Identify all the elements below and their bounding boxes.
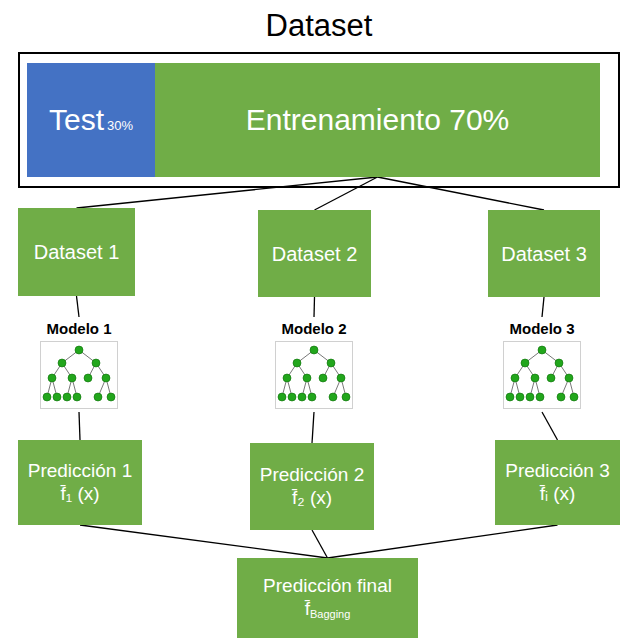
connector-line bbox=[77, 177, 378, 208]
box-label: Test bbox=[49, 103, 104, 136]
connector-line bbox=[312, 530, 328, 558]
box-label: Dataset 2 bbox=[272, 243, 358, 265]
tree-illustration bbox=[503, 341, 581, 409]
connector-line bbox=[378, 177, 545, 210]
text-line: Dataset 1 bbox=[34, 240, 120, 264]
text-line: Dataset 2 bbox=[272, 242, 358, 266]
box-label: f̄₁ (x) bbox=[60, 483, 99, 504]
text-line: f̄ᵢ (x) bbox=[540, 483, 576, 506]
text-line: Predicción final bbox=[263, 575, 392, 598]
text-line: f̄Bagging bbox=[305, 598, 351, 621]
dataset-frame: Test30%Entrenamiento 70%Dataset bbox=[18, 52, 620, 188]
train-split: Entrenamiento 70% bbox=[155, 63, 600, 177]
text-line: Predicción 2 bbox=[260, 464, 365, 487]
connector-line bbox=[313, 297, 315, 317]
model-label: Modelo 1 bbox=[46, 320, 111, 338]
text-line: Test30% bbox=[49, 102, 133, 138]
model-label: Modelo 3 bbox=[509, 320, 574, 338]
prediction-box: Predicción 1f̄₁ (x) bbox=[18, 440, 142, 525]
prediction-box: Predicción 2f̄₂ (x) bbox=[250, 443, 374, 530]
text-line: f̄₂ (x) bbox=[292, 487, 332, 510]
connector-line bbox=[542, 412, 558, 440]
box-label: Dataset 1 bbox=[34, 241, 120, 263]
box-label: Predicción 3 bbox=[505, 460, 610, 481]
text-line: Predicción 3 bbox=[505, 460, 610, 483]
box-label: f̄₂ (x) bbox=[292, 487, 332, 508]
model-tree: Modelo 2 bbox=[272, 320, 356, 412]
box-label: Dataset 3 bbox=[501, 243, 587, 265]
dataset-box: Dataset 1 bbox=[18, 208, 135, 296]
connector-line bbox=[77, 296, 80, 317]
text-line: f̄₁ (x) bbox=[60, 483, 99, 506]
connector-line bbox=[315, 177, 378, 210]
box-label: Predicción 1 bbox=[28, 460, 133, 481]
box-label: 30% bbox=[107, 118, 133, 133]
box-label: Predicción final bbox=[263, 575, 392, 596]
box-label: Predicción 2 bbox=[260, 464, 365, 485]
tree-illustration bbox=[40, 341, 118, 409]
model-tree: Modelo 1 bbox=[37, 320, 121, 412]
model-label: Modelo 2 bbox=[281, 320, 346, 338]
connector-line bbox=[542, 297, 544, 317]
model-tree: Modelo 3 bbox=[500, 320, 584, 412]
tree-illustration bbox=[275, 341, 353, 409]
dataset-box: Dataset 2 bbox=[258, 210, 371, 297]
prediction-box: Predicción 3f̄ᵢ (x) bbox=[495, 440, 620, 525]
dataset-box: Dataset 3 bbox=[488, 210, 600, 297]
test-split: Test30% bbox=[27, 63, 155, 177]
final-prediction-box: Predicción finalf̄Bagging bbox=[237, 558, 418, 638]
box-label: Entrenamiento 70% bbox=[246, 103, 510, 136]
connector-line bbox=[312, 412, 314, 443]
text-line: Entrenamiento 70% bbox=[246, 102, 510, 138]
text-line: Predicción 1 bbox=[28, 460, 133, 483]
connector-line bbox=[79, 412, 80, 440]
subscript: Bagging bbox=[310, 608, 350, 620]
text-line: Dataset 3 bbox=[501, 242, 587, 266]
box-label: f̄ bbox=[305, 598, 310, 619]
diagram-title: Dataset bbox=[20, 8, 618, 44]
box-label: f̄ᵢ (x) bbox=[540, 483, 576, 504]
